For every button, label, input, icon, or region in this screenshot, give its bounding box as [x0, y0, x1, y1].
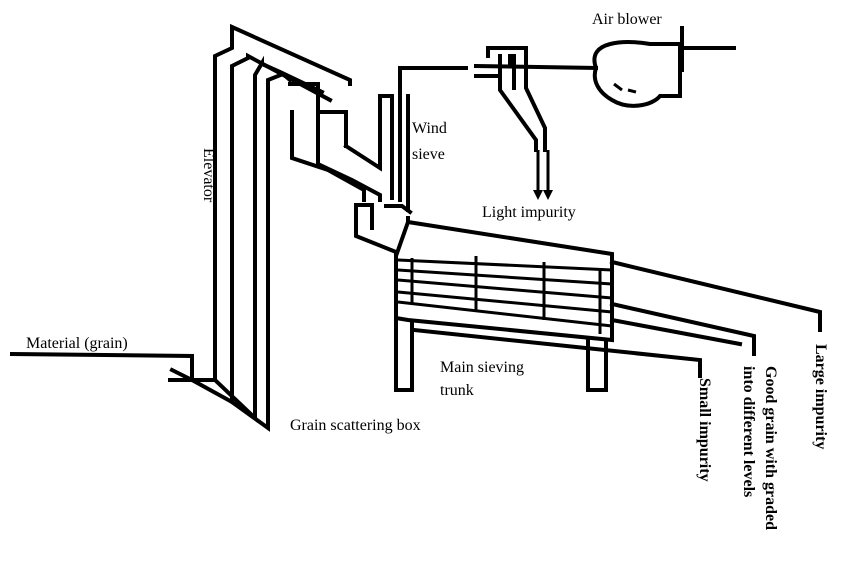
output-lines [411, 259, 822, 378]
grain-scattering-box-label: Grain scattering box [290, 417, 421, 434]
air-blower-label: Air blower [592, 11, 662, 28]
material-label: Material (grain) [26, 335, 128, 352]
wind-sieve-label-2: sieve [412, 146, 445, 163]
small-impurity-label: Small impurity [696, 378, 713, 482]
blower-detail [613, 82, 623, 92]
light-impurity-separator [473, 46, 599, 200]
elevator-label: Elevator [200, 148, 217, 203]
elevator [168, 23, 352, 432]
main-trunk-label-1: Main sieving [440, 359, 524, 376]
material-feed-line [9, 351, 194, 380]
large-impurity-line [609, 259, 822, 332]
small-impurity-line [411, 327, 702, 378]
large-impurity-label: Large impurity [812, 344, 829, 449]
good-grain-label-2: into different levels [740, 366, 757, 497]
main-sieving-trunk [394, 216, 614, 392]
good-grain-label-1: Good grain with graded [762, 366, 779, 530]
good-grain-line [609, 301, 756, 356]
main-trunk-label-2: trunk [440, 382, 474, 399]
air-blower [592, 26, 736, 108]
wind-sieve-label-1: Wind [412, 120, 447, 137]
light-impurity-label: Light impurity [482, 204, 576, 221]
wind-sieve-column [354, 66, 468, 260]
grain-scattering-box [288, 82, 382, 202]
